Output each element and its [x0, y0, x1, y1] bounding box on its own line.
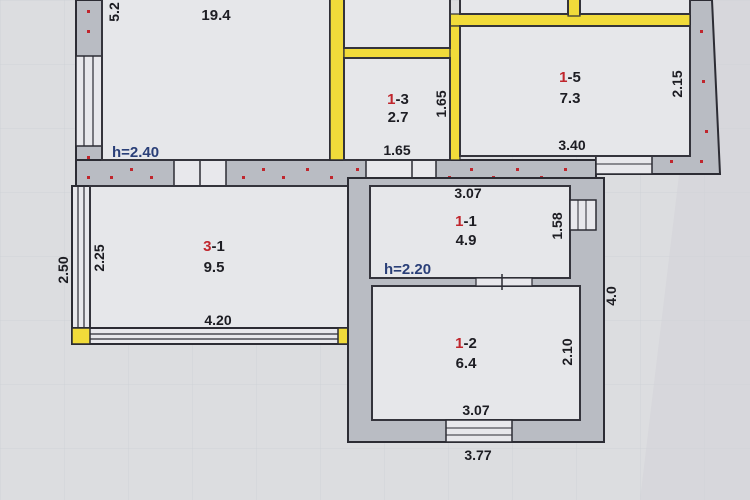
dim-room-1-1-width: 3.07 [454, 185, 481, 201]
wall-3-1-left [71, 185, 91, 345]
window-upper-left [75, 55, 103, 147]
room-1-1-area: 4.9 [456, 232, 477, 249]
dim-room-3-1-outer-height: 2.50 [55, 256, 71, 283]
dim-outer-height: 4.0 [603, 286, 619, 306]
partition-yellow-middle [343, 47, 453, 59]
room-top-middle-outline [343, 0, 451, 49]
paper-fold-shadow [640, 0, 750, 500]
room-1-1-code: 1-1 [455, 213, 477, 230]
dim-room-1-2-height: 2.10 [559, 338, 575, 365]
room-1-5-area: 7.3 [560, 90, 581, 107]
room-1-2-outline [371, 285, 581, 421]
partition-yellow-vertical [329, 0, 345, 161]
room-3-1-code: 3-1 [203, 238, 225, 255]
room-3-1-outline [89, 185, 349, 329]
room-1-3-code: 1-3 [387, 91, 409, 108]
window-1-2-bottom [445, 419, 513, 443]
room-top-right-outline [579, 0, 691, 15]
dim-room-1-1-height: 1.58 [549, 212, 565, 239]
window-1-1-right [569, 199, 597, 231]
room-top-right2-outline [459, 0, 569, 15]
partition-yellow-top [567, 0, 581, 17]
room-1-5-code: 1-5 [559, 69, 581, 86]
corner-post-left [71, 327, 91, 345]
ceiling-height-upper: h=2.40 [112, 144, 159, 161]
wall-3-1-bottom [71, 327, 349, 345]
room-1-1-outline [369, 185, 571, 279]
dim-outer-width: 3.77 [464, 447, 491, 463]
room-1-3-outline [343, 57, 451, 161]
room-1-5-outline [459, 25, 691, 157]
room-1-3-area: 2.7 [388, 109, 409, 126]
room-1-2-area: 6.4 [456, 355, 478, 372]
door-1-1-to-1-2 [475, 277, 533, 287]
ceiling-height-lower: h=2.20 [384, 261, 431, 278]
room-1-2-code: 1-2 [455, 335, 477, 352]
window-upper-right [595, 155, 653, 175]
room-top-left-outline [101, 0, 331, 161]
dim-room-1-2-width: 3.07 [462, 402, 489, 418]
dim-room-1-5-width: 3.40 [558, 137, 585, 153]
dim-room-1-3-height: 1.65 [433, 90, 449, 117]
dim-room-3-1-width: 4.20 [204, 312, 231, 328]
dim-room-1-5-height: 2.15 [669, 70, 685, 97]
partition-yellow-small [449, 25, 461, 161]
dim-room-1-3-width: 1.65 [383, 142, 410, 158]
room-top-left-area: 19.4 [201, 7, 231, 24]
corner-post-right [337, 327, 349, 345]
room-3-1-area: 9.5 [204, 259, 225, 276]
dim-room-3-1-inner-height: 2.25 [91, 244, 107, 271]
dim-top-left-height: 5.2 [106, 2, 122, 22]
